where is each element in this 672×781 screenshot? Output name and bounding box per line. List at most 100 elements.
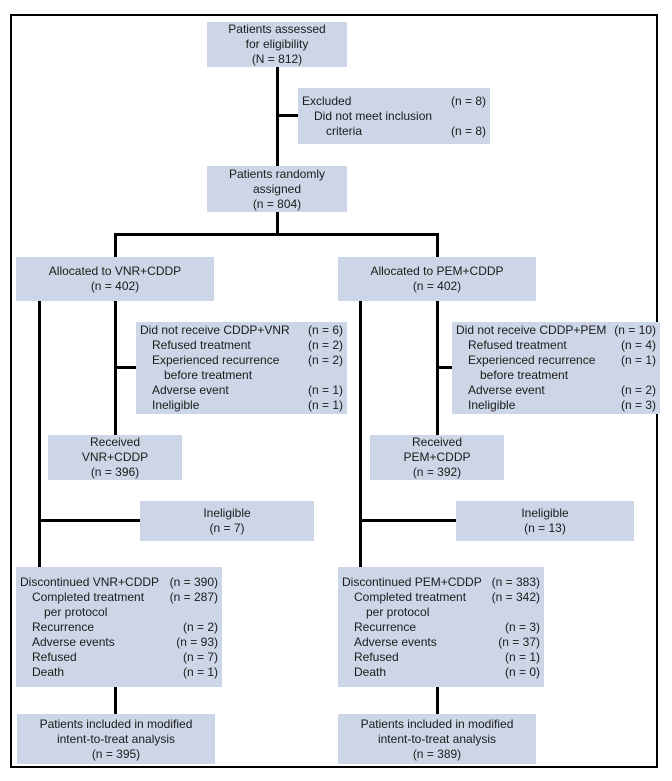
row-label: Adverse events xyxy=(32,634,115,649)
box-ineligible-right-line: (n = 13) xyxy=(524,521,566,535)
row-label: Death xyxy=(32,664,65,679)
row-count: (n = 2) xyxy=(182,619,218,634)
excluded-row: criteria(n = 8) xyxy=(302,124,486,139)
row-count: (n = 7) xyxy=(182,649,218,664)
discontinued-row: Recurrence(n = 2) xyxy=(20,620,218,635)
row-count xyxy=(337,368,343,383)
row-label: criteria xyxy=(326,123,363,138)
box-itt-left-line: (n = 395) xyxy=(91,746,141,761)
box-allocated-vnr-line: Allocated to VNR+CDDP xyxy=(48,264,182,278)
discontinued-row: Recurrence (n = 3) xyxy=(342,620,540,635)
box-received-vnr: Received VNR+CDDP (n = 396) xyxy=(48,435,182,480)
discontinued-row: Discontinued VNR+CDDP(n = 390) xyxy=(20,575,218,590)
row-label: Excluded xyxy=(302,93,352,108)
box-allocated-vnr: Allocated to VNR+CDDP (n = 402) xyxy=(16,257,214,301)
connector-right-to-ineligible xyxy=(360,519,457,522)
row-label: per protocol xyxy=(44,604,108,619)
connector-left-to-notreceived xyxy=(115,366,139,369)
notreceived-row: Ineligible (n = 1) xyxy=(140,398,343,413)
row-label: Death xyxy=(354,664,387,679)
row-count: (n = 8) xyxy=(450,93,486,108)
row-label: Experienced recurrence xyxy=(468,353,596,367)
box-itt-left-line: intent-to-treat analysis xyxy=(56,731,176,746)
row-count: (n = 10) xyxy=(614,323,656,337)
connector-left-outer xyxy=(38,300,41,567)
discontinued-row: Completed treatment(n = 287) xyxy=(20,590,218,605)
row-count: (n = 383) xyxy=(491,574,540,589)
box-received-vnr-line: Received xyxy=(89,435,141,449)
row-count: (n = 2) xyxy=(307,353,343,367)
box-itt-left-line: Patients included in modified xyxy=(39,716,193,731)
row-label: Completed treatment xyxy=(354,589,467,604)
connector-drop-right xyxy=(436,233,439,257)
notreceived-row: Adverse event(n = 2) xyxy=(456,383,656,398)
box-ineligible-left: Ineligible (n = 7) xyxy=(140,501,314,541)
box-notreceived-pem: Did not receive CDDP+PEM(n = 10) Refused… xyxy=(452,322,660,414)
discontinued-row: Adverse events(n = 93) xyxy=(20,635,218,650)
notreceived-row: before treatment xyxy=(140,368,343,383)
discontinued-row: Death (n = 0) xyxy=(342,665,540,680)
box-allocated-vnr-line: (n = 402) xyxy=(90,279,140,293)
box-assessed-line: for eligibility xyxy=(245,37,309,51)
box-received-pem-line: (n = 392) xyxy=(412,465,462,479)
row-label: Experienced recurrence xyxy=(152,353,280,367)
row-label: Discontinued PEM+CDDP xyxy=(342,574,482,589)
row-label: before treatment xyxy=(480,368,569,382)
discontinued-row: Refused (n = 7) xyxy=(20,650,218,665)
box-discontinued-pem: Discontinued PEM+CDDP (n = 383) Completed… xyxy=(338,567,544,687)
discontinued-row: Adverse events(n = 37) xyxy=(342,635,540,650)
box-itt-right-line: intent-to-treat analysis xyxy=(377,731,497,746)
excluded-row: Did not meet inclusion xyxy=(302,109,486,124)
row-count xyxy=(212,605,218,620)
discontinued-row: per protocol xyxy=(342,605,540,620)
box-allocated-pem-line: Allocated to PEM+CDDP xyxy=(370,264,504,278)
box-itt-right: Patients included in modified intent-to-… xyxy=(338,714,536,764)
box-itt-right-line: (n = 389) xyxy=(412,746,462,761)
discontinued-row: Refused(n = 1) xyxy=(342,650,540,665)
row-label: before treatment xyxy=(164,368,253,382)
box-ineligible-left-line: (n = 7) xyxy=(209,521,245,535)
row-count: (n = 3) xyxy=(504,619,540,634)
row-count: (n = 342) xyxy=(491,589,540,604)
connector-drop-left xyxy=(114,233,117,257)
row-label: Ineligible xyxy=(152,398,200,412)
box-ineligible-right: Ineligible (n = 13) xyxy=(456,501,634,541)
box-assessed-line: (N = 812) xyxy=(251,52,303,66)
notreceived-row: Did not receive CDDP+VNR(n = 6) xyxy=(140,323,343,338)
connector-randomized-to-split xyxy=(276,212,279,236)
row-label: Did not receive CDDP+VNR xyxy=(140,323,290,337)
row-count: (n = 0) xyxy=(504,664,540,679)
connector-right-to-notreceived xyxy=(437,366,455,369)
box-received-vnr-line: VNR+CDDP xyxy=(81,450,149,464)
notreceived-row: Experienced recurrence (n = 1) xyxy=(456,353,656,368)
box-itt-right-line: Patients included in modified xyxy=(360,716,514,731)
row-count: (n = 4) xyxy=(620,338,656,352)
box-ineligible-right-line: Ineligible xyxy=(521,506,569,520)
box-received-pem: Received PEM+CDDP (n = 392) xyxy=(370,435,504,480)
row-count: (n = 1) xyxy=(307,398,343,412)
row-label: Did not receive CDDP+PEM xyxy=(456,323,607,337)
box-received-pem-line: PEM+CDDP xyxy=(403,450,471,464)
connector-left-to-itt xyxy=(114,687,117,715)
row-label: Refused xyxy=(32,649,77,664)
box-randomized-line: (n = 804) xyxy=(252,196,302,211)
row-label: Completed treatment xyxy=(32,589,145,604)
row-label: Refused treatment xyxy=(152,338,251,352)
box-excluded: Excluded (n = 8) Did not meet inclusion c… xyxy=(298,88,490,144)
discontinued-row: per protocol xyxy=(20,605,218,620)
row-count: (n = 1) xyxy=(504,649,540,664)
row-count: (n = 37) xyxy=(498,634,540,649)
box-itt-left: Patients included in modified intent-to-… xyxy=(17,714,215,764)
row-count: (n = 1) xyxy=(182,664,218,679)
box-received-vnr-line: (n = 396) xyxy=(90,465,140,479)
row-count: (n = 1) xyxy=(620,353,656,367)
notreceived-row: Ineligible(n = 3) xyxy=(456,398,656,413)
row-count: (n = 2) xyxy=(307,338,343,352)
row-label: per protocol xyxy=(366,604,430,619)
box-allocated-pem: Allocated to PEM+CDDP (n = 402) xyxy=(338,257,536,301)
row-label: Recurrence xyxy=(354,619,417,634)
box-randomized: Patients randomly assigned (n = 804) xyxy=(207,166,347,212)
row-count: (n = 3) xyxy=(620,398,656,412)
row-count xyxy=(480,109,486,124)
